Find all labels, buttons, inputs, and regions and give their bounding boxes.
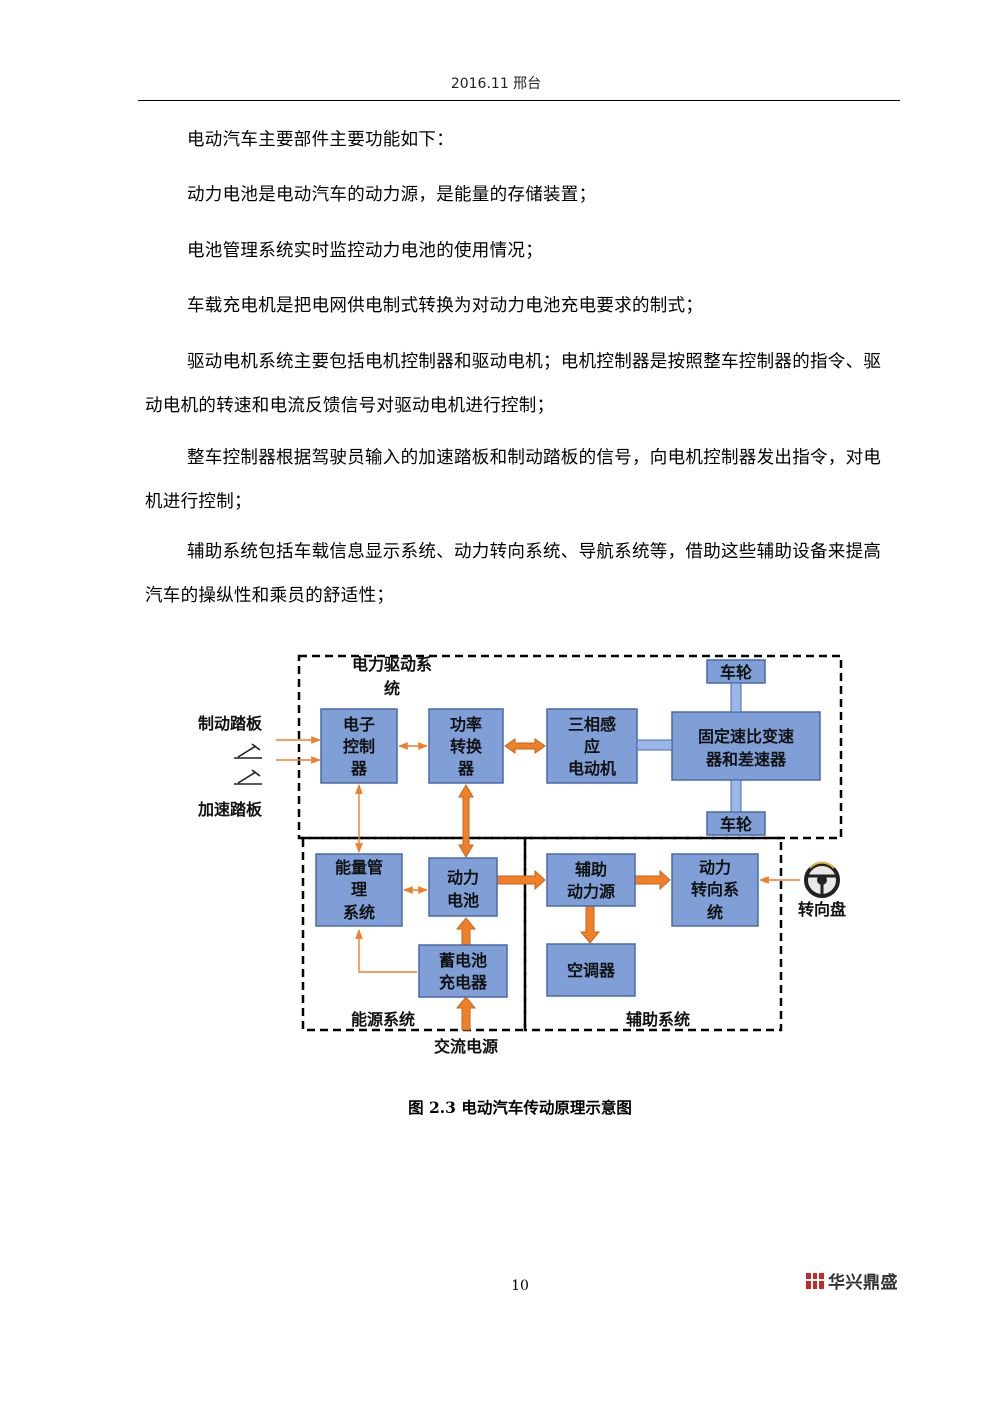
paragraph-charger: 车载充电机是把电网供电制式转换为对动力电池充电要求的制式； [187,296,704,316]
converter-label-3: 器 [457,759,475,778]
accel-pedal-label: 加速踏板 [197,800,263,819]
steering-system-label-3: 统 [707,903,723,922]
aux-power-box [546,853,636,907]
ev-transmission-diagram: 电力驱动系 统 能源系统 辅助系统 制动踏板 加速踏板 电子 控制 器 功率 转… [197,654,846,1056]
battery-box [428,857,498,917]
brake-pedal-label: 制动踏板 [198,714,263,733]
charger-battery-flow [455,917,477,946]
ecu-label-3: 器 [350,759,368,778]
charger-bms-link [355,929,417,973]
bms-label-3: 系统 [343,903,375,922]
bms-label-1: 能量管 [335,858,383,877]
paragraph-aux: 辅助系统包括车载信息显示系统、动力转向系统、导航系统等，借助这些辅助设备来提高汽… [145,542,882,606]
header-rule [138,100,900,101]
aircon-box [546,943,636,997]
group-aux-label: 辅助系统 [626,1010,690,1029]
ac-charger-flow [455,996,477,1031]
shaft-gearbox-wheel-bottom [730,779,742,813]
gearbox-box [671,711,821,781]
ecu-box [320,708,398,784]
charger-box [418,944,508,998]
aux-power-label-2: 动力源 [567,882,615,901]
logo-text: 华兴鼎盛 [828,1273,898,1293]
battery-label-2: 电池 [447,891,479,910]
figure-caption: 图 2.3 电动汽车传动原理示意图 [408,1098,632,1117]
paragraph-bms: 电池管理系统实时监控动力电池的使用情况； [187,241,543,261]
converter-label-1: 功率 [450,715,482,734]
brake-pedal-icon [234,743,262,759]
bms-label-2: 理 [351,880,367,899]
paragraph-vcu: 整车控制器根据驾驶员输入的加速踏板和制动踏板的信号，向电机控制器发出指令，对电机… [145,448,882,512]
battery-aux-flow [496,869,546,891]
shaft-motor-gearbox [636,739,673,751]
aircon-label: 空调器 [567,961,616,980]
page-number: 10 [511,1278,529,1294]
steering-system-box [671,853,759,927]
motor-label-2: 应 [584,737,600,756]
steering-wheel-label: 转向盘 [798,900,846,919]
bms-box [315,853,403,927]
paragraph-battery: 动力电池是电动汽车的动力源，是能量的存储装置； [187,185,597,205]
steering-system-label-1: 动力 [699,858,731,877]
converter-motor-flow [504,738,546,754]
motor-box [546,708,638,784]
gearbox-label-1: 固定速比变速 [698,727,794,746]
group-drive-label-1: 电力驱动系 [352,655,432,674]
wheel-bottom-label: 车轮 [720,815,752,834]
ecu-label-2: 控制 [343,737,375,756]
motor-label-3: 电动机 [568,759,616,778]
aux-power-label-1: 辅助 [575,860,607,879]
battery-label-1: 动力 [447,868,479,887]
accel-pedal-icon [234,769,262,785]
steering-system-label-2: 转向系 [691,880,739,899]
steering-wheel-icon [804,861,840,898]
page-header: 2016.11 邢台 [450,76,542,92]
group-drive-label-2: 统 [384,679,400,698]
battery-converter-flow [458,784,474,858]
group-aux-outline [523,836,783,1032]
wheel-top-label: 车轮 [720,663,752,682]
shaft-gearbox-wheel-top [730,682,742,713]
motor-label-1: 三相感 [568,715,616,734]
converter-box [428,708,504,784]
aux-aircon-flow [579,905,601,944]
logo-mark-icon [806,1272,824,1289]
charger-label-1: 蓄电池 [439,951,487,970]
paragraph-intro: 电动汽车主要部件主要功能如下： [187,130,454,150]
converter-label-2: 转换 [450,737,483,756]
gearbox-label-2: 器和差速器 [705,750,787,769]
charger-label-2: 充电器 [439,973,488,992]
aux-steering-flow [634,869,671,891]
company-logo: 华兴鼎盛 [805,1268,898,1293]
ac-source-label: 交流电源 [434,1037,498,1056]
group-energy-label: 能源系统 [351,1010,415,1029]
ecu-label-1: 电子 [343,715,375,734]
paragraph-motor-system: 驱动电机系统主要包括电机控制器和驱动电机；电机控制器是按照整车控制器的指令、驱动… [145,352,882,416]
